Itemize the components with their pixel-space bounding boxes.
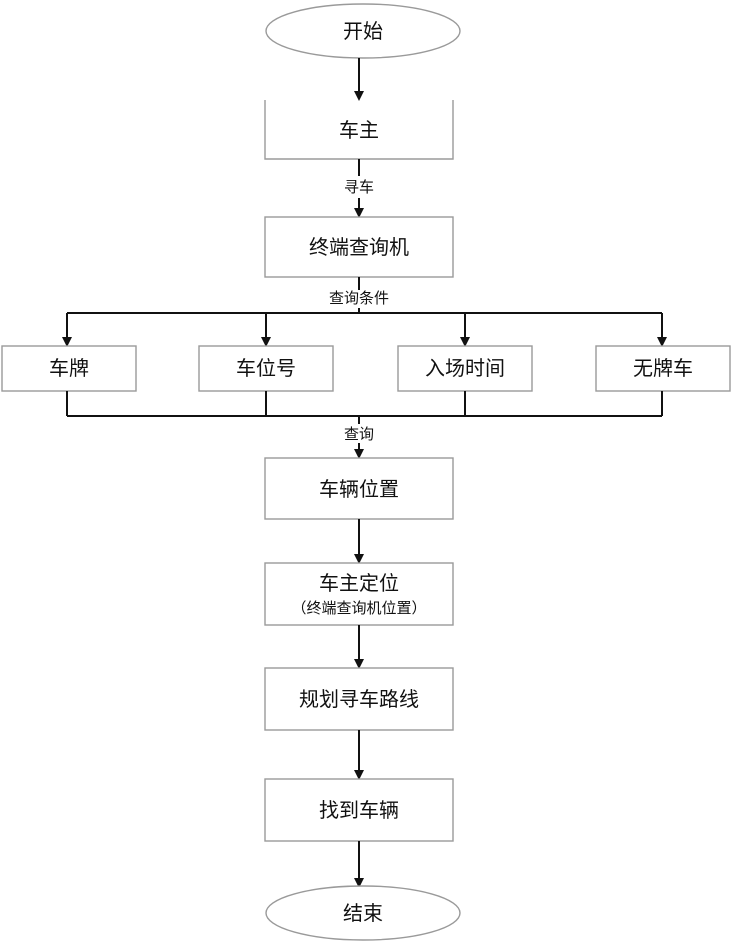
vehicle-location-label: 车辆位置 [319, 477, 399, 501]
entry-time-label: 入场时间 [425, 356, 505, 380]
found-node [264, 778, 454, 842]
no-plate-node [595, 345, 731, 392]
owner-locate-node [264, 562, 454, 626]
terminal-label: 终端查询机 [309, 235, 409, 259]
edge-label-query: 查询 [344, 425, 374, 443]
no-plate-label: 无牌车 [633, 356, 693, 380]
edge-label-find-car: 寻车 [344, 178, 374, 196]
plan-route-node [264, 667, 454, 731]
start-label: 开始 [343, 19, 383, 43]
edge-label-query-conditions: 查询条件 [329, 289, 389, 307]
start-node [265, 3, 461, 59]
found-label: 找到车辆 [319, 798, 399, 822]
owner-locate-sublabel: （终端查询机位置） [291, 599, 426, 617]
plate-node [1, 345, 137, 392]
spot-node [198, 345, 334, 392]
plan-route-label: 规划寻车路线 [299, 687, 419, 711]
spot-label: 车位号 [236, 356, 296, 380]
plate-label: 车牌 [49, 356, 89, 380]
end-label: 结束 [343, 901, 383, 925]
owner-label: 车主 [339, 118, 379, 142]
owner-locate-label: 车主定位 [319, 571, 399, 595]
end-node [265, 885, 461, 941]
entry-time-node [397, 345, 533, 392]
